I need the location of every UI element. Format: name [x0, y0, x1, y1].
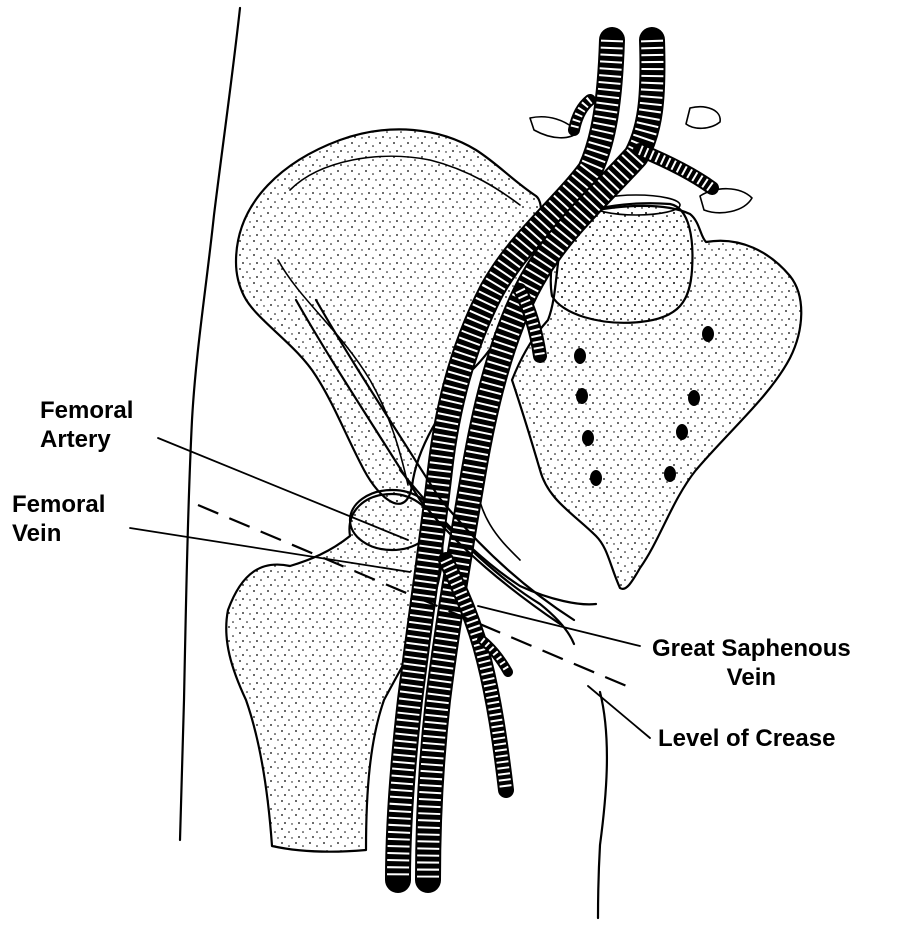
- femoral-artery-label-line-1: Femoral: [40, 396, 133, 425]
- great-saphenous-vein-label-line-1: Great Saphenous: [652, 634, 851, 663]
- femoral-artery-label: Femoral Artery: [40, 396, 133, 454]
- great-saphenous-vein-label: Great Saphenous Vein: [652, 634, 851, 692]
- femoral-vein-label-line-2: Vein: [12, 519, 105, 548]
- level-of-crease-label-text: Level of Crease: [658, 724, 835, 753]
- great-saphenous-vein-label-line-2: Vein: [652, 663, 851, 692]
- femoral-artery-label-line-2: Artery: [40, 425, 133, 454]
- great-saphenous-vein-leader: [478, 606, 640, 646]
- femoral-vein-label-line-1: Femoral: [12, 490, 105, 519]
- sacrum-bone: [512, 107, 801, 589]
- femoral-vein-label: Femoral Vein: [12, 490, 105, 548]
- ilium-bone: [236, 129, 541, 503]
- level-of-crease-label: Level of Crease: [658, 724, 835, 753]
- great-saphenous-vein-vessel: [446, 560, 508, 790]
- level-of-crease-leader: [588, 686, 650, 738]
